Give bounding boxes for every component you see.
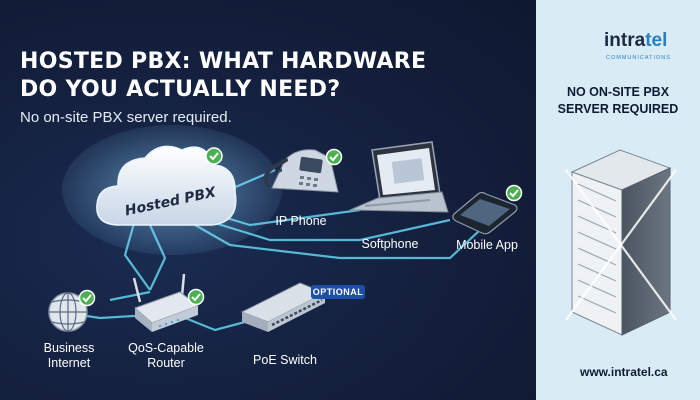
subtitle: No on-site PBX server required. <box>20 109 232 126</box>
title-line-2: DO YOU ACTUALLY NEED? <box>20 77 341 102</box>
business-internet-line-2: Internet <box>47 356 91 370</box>
check-icon <box>325 148 343 166</box>
side-heading-line-1: NO ON-SITE PBX <box>566 85 670 99</box>
poe-switch-label: PoE Switch <box>253 353 317 367</box>
check-icon <box>505 184 523 202</box>
page-title: HOSTED PBX: WHAT HARDWARE DO YOU ACTUALL… <box>20 48 520 104</box>
logo-subtitle: COMMUNICATIONS <box>606 55 671 61</box>
globe-icon <box>48 292 88 332</box>
switch-icon <box>240 168 327 332</box>
cross-icon <box>565 169 677 321</box>
smartphone-icon <box>452 191 518 235</box>
router-icon <box>132 273 200 332</box>
cloud-icon <box>96 145 237 226</box>
brand-logo: intratel <box>604 30 667 52</box>
check-icon <box>205 147 223 165</box>
title-line-1: HOSTED PBX: WHAT HARDWARE <box>20 49 427 74</box>
laptop-icon <box>349 141 449 213</box>
logo-accent: tel <box>645 30 668 51</box>
server-rack-icon <box>570 149 672 336</box>
check-icon <box>78 289 96 307</box>
softphone-label: Softphone <box>361 237 419 251</box>
router-label: QoS-Capable Router <box>118 341 214 371</box>
router-line-2: Router <box>147 356 185 370</box>
logo-main: intra <box>604 30 646 51</box>
side-heading: NO ON-SITE PBX SERVER REQUIRED <box>548 84 688 118</box>
side-heading-line-2: SERVER REQUIRED <box>557 102 679 116</box>
business-internet-line-1: Business <box>43 341 95 355</box>
phone-icon <box>263 149 339 193</box>
business-internet-label: Business Internet <box>38 341 100 371</box>
ip-phone-label: IP Phone <box>275 214 327 228</box>
router-line-1: QoS-Capable <box>128 341 204 355</box>
check-icon <box>187 288 205 306</box>
check-icons <box>78 147 523 307</box>
website-link[interactable]: www.intratel.ca <box>580 365 668 379</box>
mobile-app-label: Mobile App <box>456 238 518 252</box>
optional-badge: OPTIONAL <box>311 285 365 299</box>
